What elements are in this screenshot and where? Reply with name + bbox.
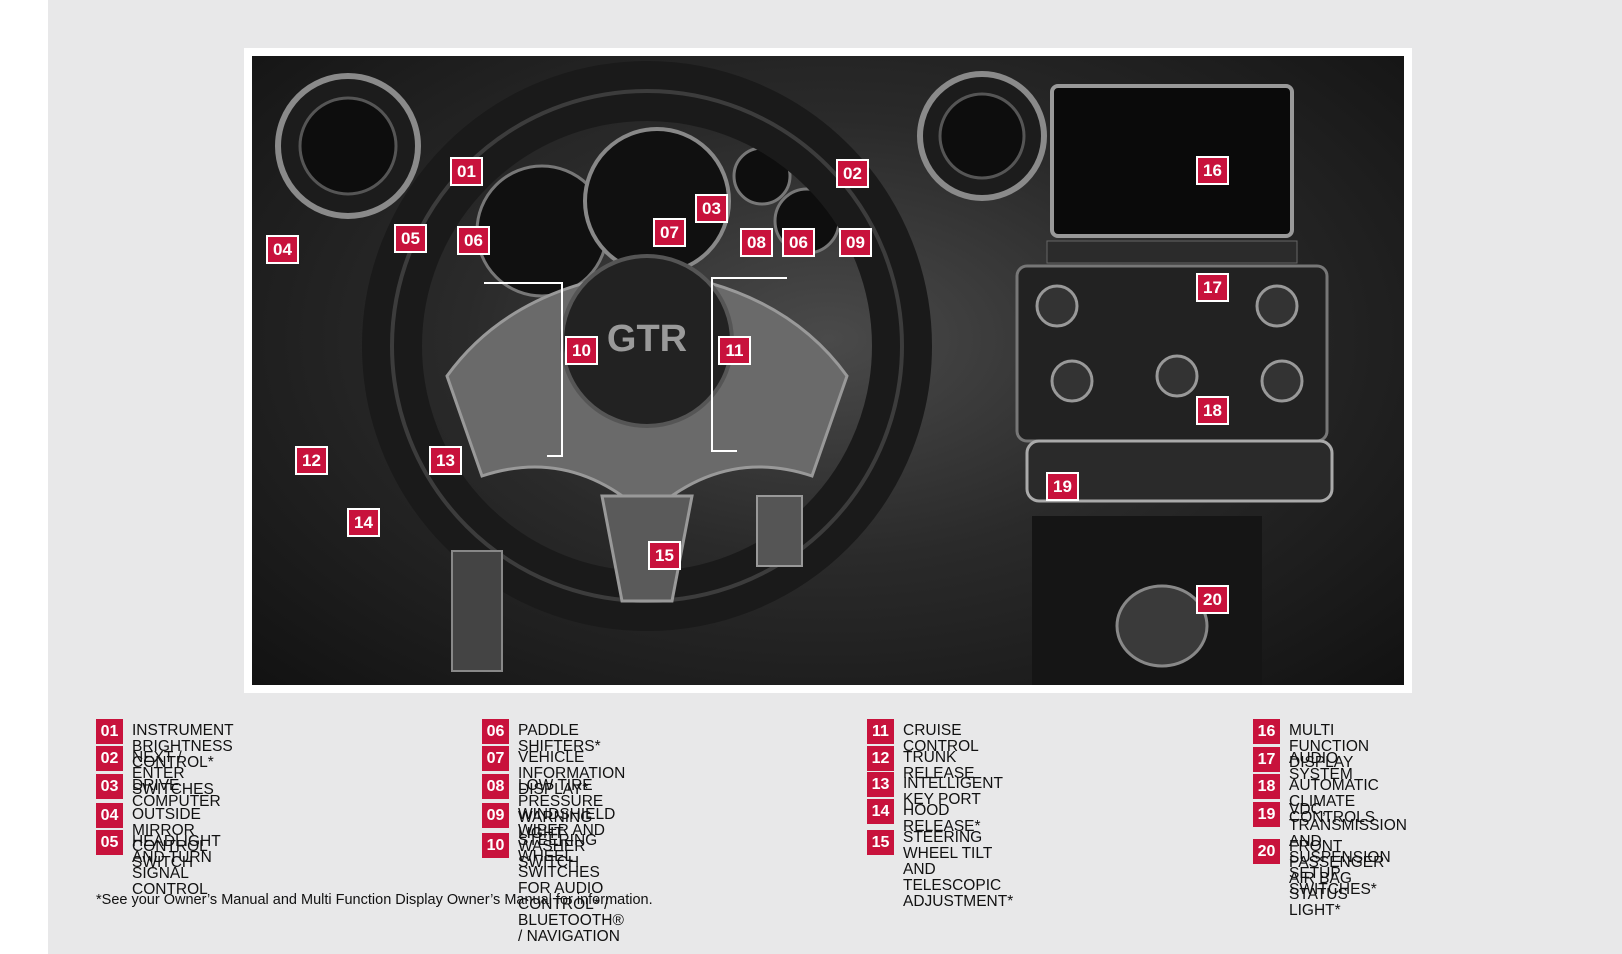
legend-item-11: 11 CRUISE CONTROL bbox=[867, 719, 979, 755]
legend-item-14: 14 HOOD RELEASE* bbox=[867, 799, 981, 835]
legend-item-09: 09 WINDSHIELD WIPER AND WASHER SWITCH bbox=[482, 803, 615, 871]
legend-label: TRUNK RELEASE bbox=[903, 749, 975, 782]
legend-item-05: 05 HEADLIGHT AND TURN SIGNAL CONTROL bbox=[96, 830, 220, 898]
legend-number: 04 bbox=[96, 803, 123, 828]
legend-number: 08 bbox=[482, 774, 509, 799]
callout-19: 19 bbox=[1046, 472, 1079, 501]
legend-item-08: 08 LOW TIRE PRESSURE WARNING LIGHT bbox=[482, 774, 603, 842]
legend-number: 09 bbox=[482, 803, 509, 828]
callout-02: 02 bbox=[836, 159, 869, 188]
legend-label: WINDSHIELD WIPER AND WASHER SWITCH bbox=[518, 806, 616, 871]
legend-label: AUTOMATIC CLIMATE CONTROLS bbox=[1289, 777, 1379, 826]
callout-12: 12 bbox=[295, 446, 328, 475]
callout-18: 18 bbox=[1196, 396, 1229, 425]
legend-number: 16 bbox=[1253, 719, 1280, 744]
dashboard-illustration: GTR bbox=[275, 61, 1334, 685]
legend-item-12: 12 TRUNK RELEASE bbox=[867, 746, 975, 782]
callout-16: 16 bbox=[1196, 156, 1229, 185]
dashboard-photo: GTR 01 02 03 04 05 06 07 08 06 09 10 11 … bbox=[252, 56, 1404, 685]
legend-number: 01 bbox=[96, 719, 123, 744]
legend-label: FRONT PASSENGER AIR BAG STATUS LIGHT* bbox=[1289, 838, 1385, 919]
legend-number: 18 bbox=[1253, 774, 1280, 799]
legend-item-02: 02 NEXT / ENTER SWITCHES bbox=[96, 746, 214, 798]
svg-text:GTR: GTR bbox=[607, 318, 687, 360]
legend-label: HOOD RELEASE* bbox=[903, 802, 981, 835]
legend-number: 15 bbox=[867, 830, 894, 855]
callout-04: 04 bbox=[266, 235, 299, 264]
callout-07: 07 bbox=[653, 218, 686, 247]
legend-number: 10 bbox=[482, 833, 509, 858]
legend-item-17: 17 AUDIO SYSTEM bbox=[1253, 747, 1353, 783]
legend-label: VDC, TRANSMISSION AND SUSPENSION SETUP S… bbox=[1289, 801, 1407, 898]
legend-label: STEERING WHEEL TILT AND TELESCOPIC ADJUS… bbox=[903, 829, 1014, 910]
legend-label: INSTRUMENT BRIGHTNESS CONTROL* bbox=[132, 722, 234, 771]
legend-label: INTELLIGENT KEY PORT bbox=[903, 775, 1003, 808]
callout-17: 17 bbox=[1196, 273, 1229, 302]
legend-number: 20 bbox=[1253, 839, 1280, 864]
legend-label: MULTI FUNCTION DISPLAY bbox=[1289, 722, 1370, 771]
legend-item-18: 18 AUTOMATIC CLIMATE CONTROLS bbox=[1253, 774, 1379, 826]
legend-number: 14 bbox=[867, 799, 894, 824]
legend-number: 11 bbox=[867, 719, 894, 744]
legend-number: 19 bbox=[1253, 802, 1280, 827]
legend-label: LOW TIRE PRESSURE WARNING LIGHT bbox=[518, 777, 604, 842]
legend-item-01: 01 INSTRUMENT BRIGHTNESS CONTROL* bbox=[96, 719, 233, 771]
legend-label: PADDLE SHIFTERS* bbox=[518, 722, 601, 755]
legend-number: 17 bbox=[1253, 747, 1280, 772]
legend-number: 02 bbox=[96, 746, 123, 771]
legend-label: NEXT / ENTER SWITCHES bbox=[132, 749, 214, 798]
legend-label: CRUISE CONTROL bbox=[903, 722, 979, 755]
legend-item-15: 15 STEERING WHEEL TILT AND TELESCOPIC AD… bbox=[867, 830, 1013, 910]
legend-number: 03 bbox=[96, 774, 123, 799]
callout-05: 05 bbox=[394, 224, 427, 253]
legend-item-07: 07 VEHICLE INFORMATION DISPLAY* bbox=[482, 746, 625, 798]
legend-label: VEHICLE INFORMATION DISPLAY* bbox=[518, 749, 626, 798]
legend-item-03: 03 DRIVE COMPUTER bbox=[96, 774, 221, 810]
legend-item-20: 20 FRONT PASSENGER AIR BAG STATUS LIGHT* bbox=[1253, 839, 1384, 919]
legend-number: 13 bbox=[867, 772, 894, 797]
callout-15: 15 bbox=[648, 541, 681, 570]
legend-item-16: 16 MULTI FUNCTION DISPLAY bbox=[1253, 719, 1369, 771]
callout-11: 11 bbox=[718, 336, 751, 365]
legend-label: HEADLIGHT AND TURN SIGNAL CONTROL bbox=[132, 833, 221, 898]
legend-label: OUTSIDE MIRROR CONTROL SWITCH bbox=[132, 806, 208, 871]
legend-number: 07 bbox=[482, 746, 509, 771]
callout-06-right: 06 bbox=[782, 228, 815, 257]
legend-item-19: 19 VDC, TRANSMISSION AND SUSPENSION SETU… bbox=[1253, 802, 1407, 898]
legend-item-13: 13 INTELLIGENT KEY PORT bbox=[867, 772, 1003, 808]
callout-06-left: 06 bbox=[457, 226, 490, 255]
footnote: *See your Owner’s Manual and Multi Funct… bbox=[96, 892, 653, 908]
callout-10: 10 bbox=[565, 336, 598, 365]
legend-label: DRIVE COMPUTER bbox=[132, 777, 221, 810]
callout-09: 09 bbox=[839, 228, 872, 257]
legend-item-06: 06 PADDLE SHIFTERS* bbox=[482, 719, 601, 755]
callout-13: 13 bbox=[429, 446, 462, 475]
callout-03: 03 bbox=[695, 194, 728, 223]
callout-14: 14 bbox=[347, 508, 380, 537]
legend-number: 12 bbox=[867, 746, 894, 771]
legend-number: 05 bbox=[96, 830, 123, 855]
legend-label: AUDIO SYSTEM bbox=[1289, 750, 1353, 783]
callout-08: 08 bbox=[740, 228, 773, 257]
legend-item-04: 04 OUTSIDE MIRROR CONTROL SWITCH bbox=[96, 803, 207, 871]
callout-20: 20 bbox=[1196, 585, 1229, 614]
legend-label: STEERING WHEEL SWITCHES FOR AUDIO CONTRO… bbox=[518, 832, 624, 945]
legend-item-10: 10 STEERING WHEEL SWITCHES FOR AUDIO CON… bbox=[482, 833, 624, 945]
callout-01: 01 bbox=[450, 157, 483, 186]
legend-number: 06 bbox=[482, 719, 509, 744]
